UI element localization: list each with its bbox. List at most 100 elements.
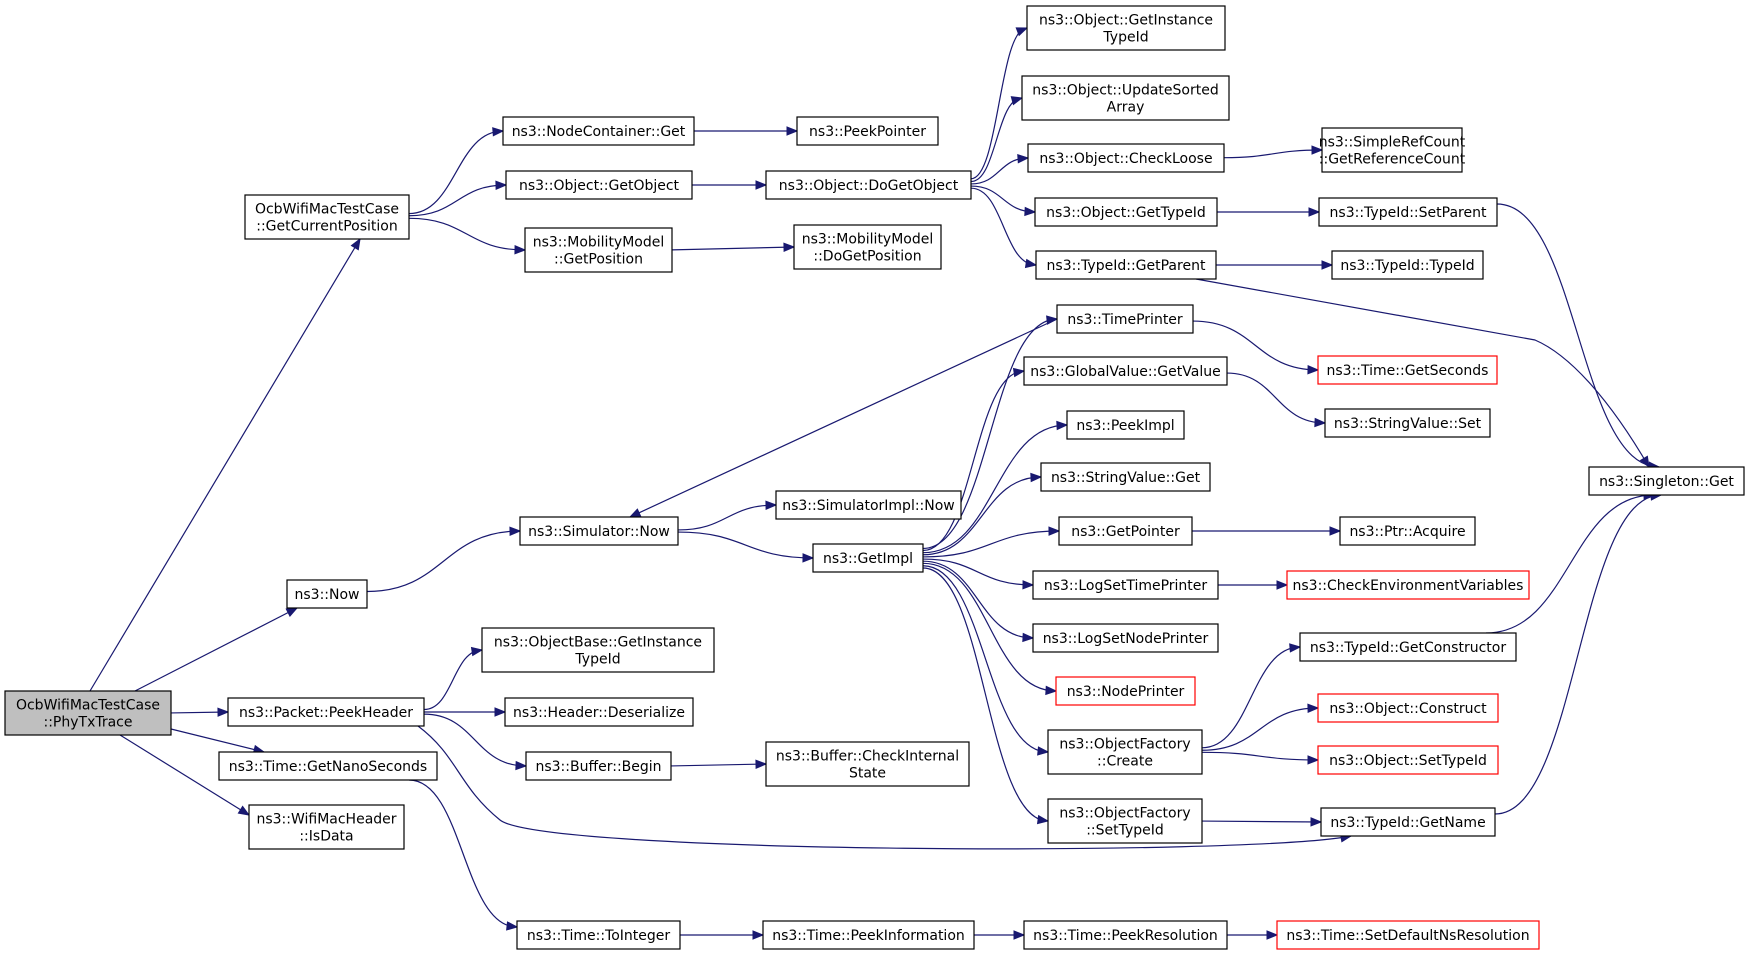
- node-getnano[interactable]: ns3::Time::GetNanoSeconds: [218, 751, 438, 781]
- node-label: TypeId: [1102, 30, 1148, 46]
- arrowhead-t_tointeger: [506, 921, 519, 931]
- node-logsettp[interactable]: ns3::LogSetTimePrinter: [1032, 570, 1219, 600]
- node-isdata[interactable]: ns3::WifiMacHeader::IsData: [248, 804, 405, 850]
- node-peekpointer[interactable]: ns3::PeekPointer: [796, 116, 939, 146]
- node-timeprinter[interactable]: ns3::TimePrinter: [1056, 304, 1194, 334]
- node-getcurpos[interactable]: OcbWifiMacTestCase::GetCurrentPosition: [244, 194, 410, 240]
- edge-mm_getpos-to-mm_dogetpos: [671, 246, 795, 251]
- node-box: [1321, 127, 1463, 173]
- node-mm_dogetpos[interactable]: ns3::MobilityModel::DoGetPosition: [793, 224, 942, 270]
- node-sim_now[interactable]: ns3::Simulator::Now: [519, 516, 679, 546]
- arrowhead-peekheader: [217, 707, 230, 717]
- node-label: ns3::Time::ToInteger: [527, 928, 671, 944]
- node-box: [1021, 75, 1230, 121]
- node-peekimpl[interactable]: ns3::PeekImpl: [1066, 410, 1185, 440]
- node-label: ns3::Buffer::Begin: [535, 759, 661, 775]
- node-label: ns3::GetImpl: [823, 551, 913, 567]
- node-sv_set[interactable]: ns3::StringValue::Set: [1324, 408, 1491, 438]
- node-label: ns3::Object::UpdateSorted: [1032, 83, 1218, 99]
- node-box: [775, 490, 962, 520]
- node-t_getseconds[interactable]: ns3::Time::GetSeconds: [1317, 355, 1498, 385]
- node-label: ns3::Buffer::CheckInternal: [776, 749, 959, 765]
- node-of_create[interactable]: ns3::ObjectFactory::Create: [1047, 729, 1203, 775]
- edge-getimpl-to-logsettp: [922, 558, 1034, 586]
- node-now[interactable]: ns3::Now: [286, 579, 368, 609]
- node-of_settypeid[interactable]: ns3::ObjectFactory::SetTypeId: [1047, 798, 1203, 844]
- node-nodeprinter[interactable]: ns3::NodePrinter: [1055, 676, 1196, 706]
- node-o_checkloose[interactable]: ns3::Object::CheckLoose: [1027, 143, 1225, 173]
- arrowhead-getcurpos: [350, 237, 361, 251]
- arrowhead-src_getrefcount: [1311, 145, 1324, 155]
- node-singleton_get[interactable]: ns3::Singleton::Get: [1588, 466, 1745, 496]
- node-box: [519, 516, 679, 546]
- arrowhead-o_construct: [1307, 703, 1320, 714]
- node-dogetobject[interactable]: ns3::Object::DoGetObject: [765, 170, 972, 200]
- node-box: [1047, 798, 1203, 844]
- node-hdr_deser[interactable]: ns3::Header::Deserialize: [504, 697, 694, 727]
- node-label: ns3::Header::Deserialize: [513, 705, 685, 721]
- arrowhead-sim_now: [628, 508, 642, 518]
- node-label: ns3::ObjectFactory: [1059, 737, 1190, 753]
- node-o_gettypeid[interactable]: ns3::Object::GetTypeId: [1034, 197, 1218, 227]
- node-checkenv[interactable]: ns3::CheckEnvironmentVariables: [1286, 570, 1530, 600]
- node-root[interactable]: OcbWifiMacTestCase::PhyTxTrace: [4, 690, 172, 736]
- node-getobject[interactable]: ns3::Object::GetObject: [505, 170, 693, 200]
- arrowhead-tid_typeid: [1321, 260, 1334, 270]
- node-label: ns3::SimpleRefCount: [1319, 135, 1466, 151]
- edge-getcurpos-to-getobject: [408, 184, 507, 217]
- node-t_tointeger[interactable]: ns3::Time::ToInteger: [516, 920, 681, 950]
- node-tid_getparent[interactable]: ns3::TypeId::GetParent: [1035, 250, 1217, 280]
- node-t_setdefres[interactable]: ns3::Time::SetDefaultNsResolution: [1276, 920, 1540, 950]
- node-src_getrefcount[interactable]: ns3::SimpleRefCount::GetReferenceCount: [1319, 127, 1466, 173]
- node-box: [1034, 197, 1218, 227]
- node-box: [1055, 676, 1196, 706]
- arrowhead-now: [285, 607, 299, 618]
- arrowhead-dogetobject: [755, 180, 768, 190]
- node-box: [1023, 920, 1228, 950]
- node-label: State: [849, 766, 886, 782]
- arrowhead-ob_getinst: [470, 646, 484, 657]
- arrowhead-isdata: [237, 805, 251, 816]
- node-label: ns3::Time::PeekResolution: [1033, 928, 1218, 944]
- edge-getimpl-to-gv_getvalue: [922, 370, 1025, 552]
- node-gv_getvalue[interactable]: ns3::GlobalValue::GetValue: [1023, 356, 1228, 386]
- node-buf_begin[interactable]: ns3::Buffer::Begin: [525, 751, 672, 781]
- node-ptr_acquire[interactable]: ns3::Ptr::Acquire: [1339, 516, 1476, 546]
- node-box: [1317, 355, 1498, 385]
- node-t_peekinfo[interactable]: ns3::Time::PeekInformation: [762, 920, 975, 950]
- node-o_construct[interactable]: ns3::Object::Construct: [1317, 693, 1499, 723]
- node-box: [505, 170, 693, 200]
- node-label: ns3::TypeId::SetParent: [1330, 205, 1487, 221]
- node-getimpl[interactable]: ns3::GetImpl: [812, 543, 924, 573]
- edge-timeprinter-to-sim_now: [629, 318, 1058, 518]
- node-t_peekres[interactable]: ns3::Time::PeekResolution: [1023, 920, 1228, 950]
- node-sv_get[interactable]: ns3::StringValue::Get: [1040, 462, 1211, 492]
- node-label: ::GetPosition: [554, 252, 643, 268]
- node-box: [1032, 623, 1219, 653]
- node-tid_getctor[interactable]: ns3::TypeId::GetConstructor: [1299, 632, 1517, 662]
- edge-tid_getname-to-singleton_get: [1494, 494, 1662, 815]
- node-label: ns3::Simulator::Now: [528, 524, 670, 540]
- node-simimpl_now[interactable]: ns3::SimulatorImpl::Now: [775, 490, 962, 520]
- node-tid_getname[interactable]: ns3::TypeId::GetName: [1320, 807, 1496, 837]
- node-peekheader[interactable]: ns3::Packet::PeekHeader: [227, 697, 425, 727]
- edge-dogetobject-to-o_updsorted: [970, 97, 1023, 183]
- node-mm_getpos[interactable]: ns3::MobilityModel::GetPosition: [524, 227, 673, 273]
- edge-getcurpos-to-nc_get: [408, 130, 504, 215]
- call-edges: [89, 27, 1663, 940]
- node-nc_get[interactable]: ns3::NodeContainer::Get: [502, 116, 695, 146]
- arrowhead-mm_getpos: [514, 245, 527, 255]
- node-getpointer[interactable]: ns3::GetPointer: [1058, 516, 1193, 546]
- node-label: ns3::ObjectFactory: [1059, 806, 1190, 822]
- node-box: [481, 627, 715, 673]
- node-label: ns3::MobilityModel: [802, 232, 934, 248]
- node-logsetnp[interactable]: ns3::LogSetNodePrinter: [1032, 623, 1219, 653]
- node-tid_typeid[interactable]: ns3::TypeId::TypeId: [1331, 250, 1484, 280]
- edge-gv_getvalue-to-sv_set: [1226, 372, 1326, 424]
- node-tid_setparent[interactable]: ns3::TypeId::SetParent: [1318, 197, 1498, 227]
- node-o_settypeid[interactable]: ns3::Object::SetTypeId: [1317, 745, 1499, 775]
